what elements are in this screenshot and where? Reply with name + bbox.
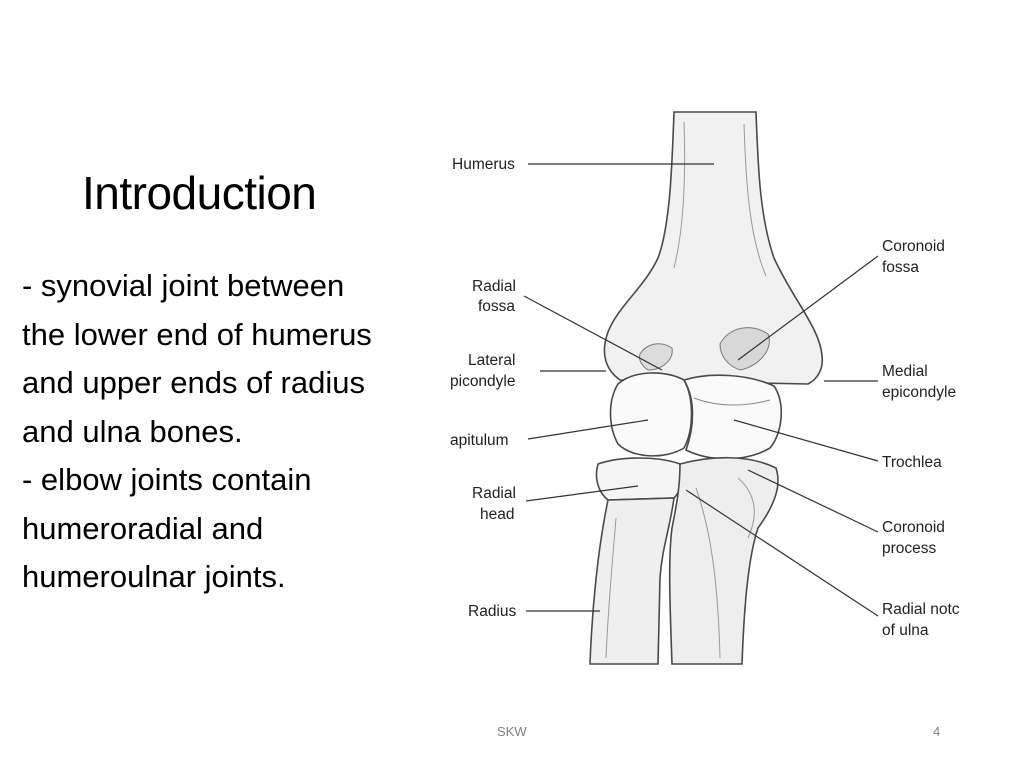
- capitulum-shape: [609, 372, 693, 457]
- ulna-bone: [668, 456, 779, 665]
- label-radius: Radius: [468, 603, 516, 620]
- label-lateral-epicondyle: picondyle: [450, 373, 516, 390]
- body-line: humeroradial and: [22, 510, 264, 546]
- body-line: - elbow joints contain: [22, 462, 312, 497]
- page-number: 4: [933, 724, 941, 739]
- humerus-bone: [603, 111, 824, 385]
- elbow-anatomy-illustration: Humerus Radial fossa Lateral picondyle a…: [450, 111, 960, 665]
- label-radial-notch: Radial notc: [882, 601, 960, 618]
- slide-body-text: - synovial joint between the lower end o…: [22, 262, 452, 602]
- leader-lines: [523, 163, 879, 617]
- label-radial-fossa: fossa: [478, 298, 515, 315]
- label-lateral-epicondyle: Lateral: [468, 352, 515, 369]
- radial-fossa-shape: [639, 343, 673, 371]
- body-line: and upper ends of radius: [22, 365, 365, 400]
- label-humerus: Humerus: [452, 156, 515, 173]
- body-line: humeroulnar joints.: [22, 559, 286, 594]
- label-medial-epicondyle: Medial: [882, 363, 928, 380]
- body-line: the lower end of humerus: [22, 316, 372, 352]
- label-coronoid-process: Coronoid: [882, 519, 945, 536]
- label-capitulum: apitulum: [450, 432, 509, 449]
- trochlea-shape: [682, 374, 783, 460]
- elbow-anatomy-figure: Humerus Radial fossa Lateral picondyle a…: [448, 108, 978, 668]
- label-radial-notch: of ulna: [882, 622, 929, 639]
- label-medial-epicondyle: epicondyle: [882, 384, 956, 401]
- slide-title: Introduction: [82, 167, 317, 219]
- label-coronoid-fossa: fossa: [882, 259, 919, 276]
- body-line: - synovial joint between: [22, 268, 345, 303]
- body-line: and ulna bones.: [22, 413, 243, 449]
- coronoid-fossa-shape: [719, 327, 770, 371]
- label-trochlea: Trochlea: [882, 454, 942, 471]
- label-radial-head: Radial: [472, 485, 516, 502]
- label-radial-head: head: [480, 506, 514, 523]
- radial-head-shape: [595, 457, 683, 501]
- radius-bone: [589, 497, 675, 665]
- label-radial-fossa: Radial: [472, 278, 516, 295]
- label-coronoid-fossa: Coronoid: [882, 238, 945, 255]
- label-coronoid-process: process: [882, 540, 937, 557]
- footer-author: SKW: [497, 724, 527, 739]
